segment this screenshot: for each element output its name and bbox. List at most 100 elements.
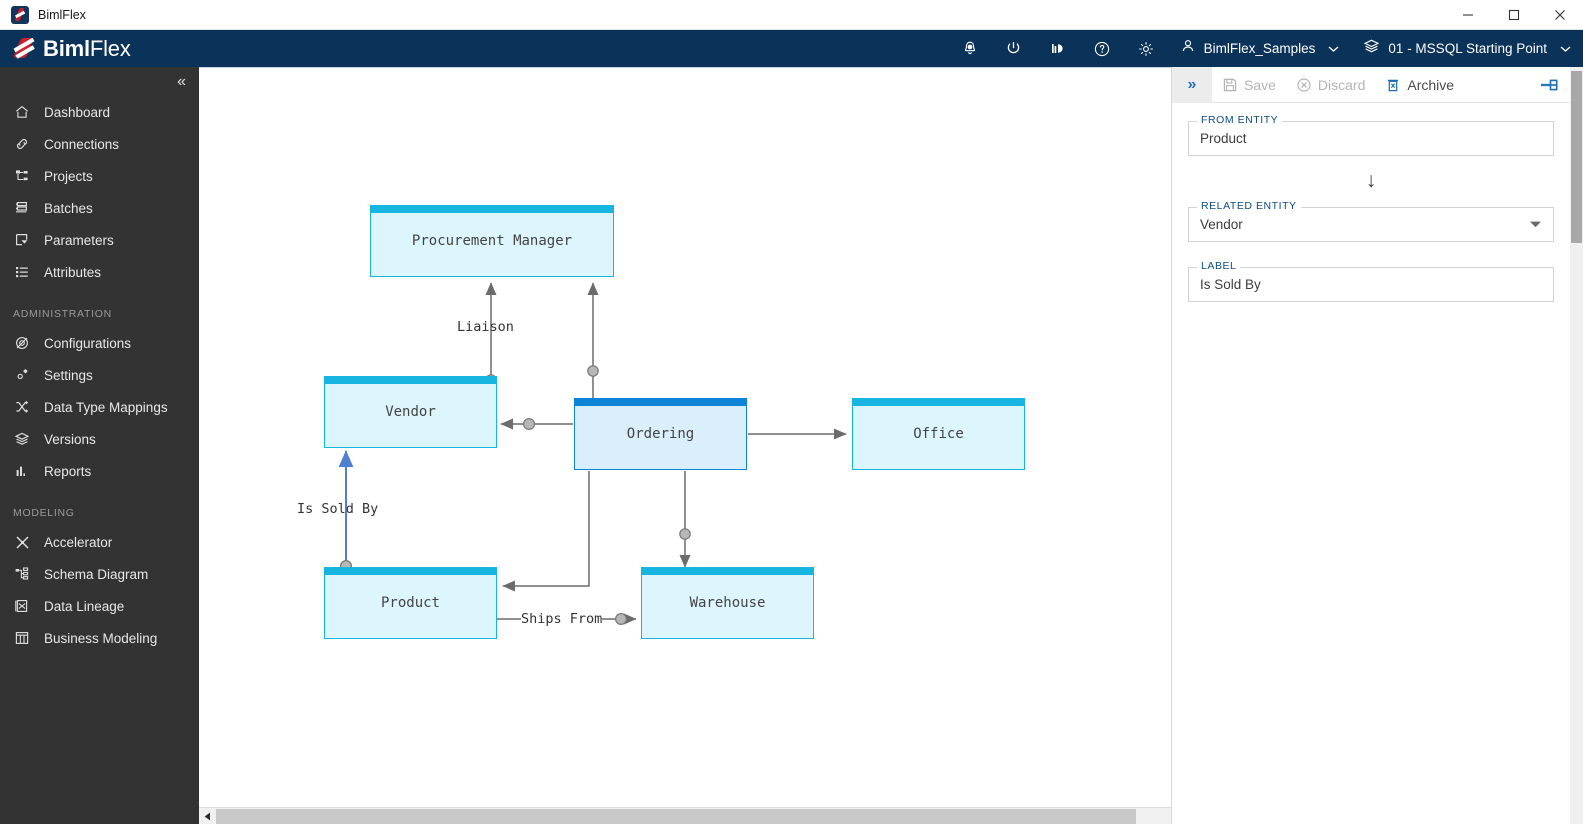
brand-name-light: Flex: [89, 35, 131, 61]
entity-name: Vendor: [385, 404, 436, 420]
sidebar-group-administration: ADMINISTRATION: [13, 308, 112, 320]
user-selector[interactable]: BimlFlex_Samples: [1168, 30, 1352, 67]
layers-icon: [1363, 38, 1380, 59]
from-entity-field[interactable]: FROM ENTITY Product: [1188, 114, 1554, 156]
label-field[interactable]: LABEL Is Sold By: [1188, 260, 1554, 302]
entity-name: Warehouse: [689, 595, 766, 611]
user-label: BimlFlex_Samples: [1203, 41, 1316, 56]
archive-label: Archive: [1407, 76, 1455, 93]
entity-header-bar: [371, 206, 613, 213]
parameters-icon: [14, 232, 41, 248]
chevron-down-icon: [1560, 40, 1571, 58]
batches-icon: [14, 200, 41, 216]
save-button[interactable]: Save: [1212, 67, 1286, 103]
sidebar-item-label: Projects: [44, 168, 93, 184]
chevron-down-icon: [1328, 40, 1339, 58]
related-entity-value: Vendor: [1200, 217, 1243, 232]
refresh-icon[interactable]: [992, 30, 1036, 67]
app-header: BimlFlex BimlFlex_Samp: [0, 30, 1583, 67]
notifications-icon[interactable]: [948, 30, 992, 67]
vertical-scroll-thumb[interactable]: [1571, 71, 1582, 243]
maximize-button[interactable]: [1491, 0, 1537, 30]
sidebar-item-accelerator[interactable]: Accelerator: [0, 526, 199, 558]
bimlflex-brand-icon: [12, 37, 36, 60]
sidebar-group-modeling: MODELING: [13, 507, 75, 519]
archive-button[interactable]: Archive: [1375, 67, 1464, 103]
sidebar-item-label: Dashboard: [44, 104, 111, 120]
entity-name: Procurement Manager: [411, 233, 573, 249]
canvas-top-divider: [199, 67, 1171, 68]
entity-office[interactable]: Office: [852, 398, 1025, 470]
sidebar-item-label: Data Lineage: [44, 598, 125, 614]
pin-icon[interactable]: [1528, 67, 1570, 103]
sidebar-item-data-type-mappings[interactable]: Data Type Mappings: [0, 391, 199, 423]
window-controls: [1445, 0, 1583, 30]
brand[interactable]: BimlFlex: [12, 35, 131, 62]
edge-label-ships-from[interactable]: Ships From: [521, 611, 603, 627]
sidebar-item-settings[interactable]: Settings: [0, 359, 199, 391]
sidebar-item-versions[interactable]: Versions: [0, 423, 199, 455]
sidebar-item-batches[interactable]: Batches: [0, 192, 199, 224]
entity-warehouse[interactable]: Warehouse: [641, 567, 814, 639]
sidebar-item-parameters[interactable]: Parameters: [0, 224, 199, 256]
entity-header-bar: [325, 568, 496, 575]
sidebar-item-reports[interactable]: Reports: [0, 455, 199, 487]
entity-procurement-manager[interactable]: Procurement Manager: [370, 205, 614, 277]
close-button[interactable]: [1537, 0, 1583, 30]
sidebar-item-projects[interactable]: Projects: [0, 160, 199, 192]
sidebar-item-label: Accelerator: [44, 534, 113, 550]
project-label: 01 - MSSQL Starting Point: [1388, 41, 1547, 56]
schema-diagram-canvas[interactable]: Procurement Manager Vendor Ordering Offi…: [199, 67, 1171, 824]
business-modeling-icon: [14, 630, 41, 646]
diagram-surface[interactable]: Procurement Manager Vendor Ordering Offi…: [199, 67, 1171, 792]
related-entity-field[interactable]: RELATED ENTITY Vendor: [1188, 200, 1554, 242]
sidebar-collapse-button[interactable]: «: [177, 72, 186, 90]
help-icon[interactable]: [1080, 30, 1124, 67]
sidebar-item-label: Configurations: [44, 335, 132, 351]
direction-arrow-icon: ↓: [1365, 169, 1377, 192]
entity-header-bar: [642, 568, 813, 575]
accelerator-icon: [14, 534, 41, 551]
entity-product[interactable]: Product: [324, 567, 497, 639]
dropdown-caret-icon[interactable]: [1529, 216, 1542, 234]
edge-label-is-sold-by[interactable]: Is Sold By: [297, 501, 379, 517]
from-entity-value: Product: [1200, 131, 1247, 146]
panel-collapse-button[interactable]: »: [1172, 66, 1212, 103]
window-title: BimlFlex: [38, 7, 86, 22]
sidebar-item-data-lineage[interactable]: Data Lineage: [0, 590, 199, 622]
related-entity-legend: RELATED ENTITY: [1197, 200, 1301, 212]
panel-vertical-scrollbar[interactable]: [1570, 67, 1583, 824]
layers-icon: [14, 431, 41, 447]
sidebar-item-label: Versions: [44, 431, 96, 447]
sidebar-item-connections[interactable]: Connections: [0, 128, 199, 160]
projects-icon: [14, 168, 41, 184]
horizontal-scroll-thumb[interactable]: [216, 809, 1136, 824]
sidebar-item-business-modeling[interactable]: Business Modeling: [0, 622, 199, 654]
entity-vendor[interactable]: Vendor: [324, 376, 497, 448]
sidebar-item-schema-diagram[interactable]: Schema Diagram: [0, 558, 199, 590]
settings-icon[interactable]: [1124, 30, 1168, 67]
canvas-horizontal-scrollbar[interactable]: [199, 807, 1171, 824]
sidebar-item-attributes[interactable]: Attributes: [0, 256, 199, 288]
panel-form: FROM ENTITY Product ↓ RELATED ENTITY Ven…: [1172, 103, 1570, 302]
shuffle-icon: [14, 399, 41, 415]
schema-diagram-icon: [14, 566, 41, 582]
entity-name: Ordering: [626, 426, 695, 442]
archive-trash-icon: [1385, 77, 1401, 93]
sidebar-item-label: Parameters: [44, 232, 114, 248]
home-icon: [14, 104, 41, 120]
scroll-left-arrow-icon[interactable]: [199, 808, 216, 824]
entity-name: Product: [380, 595, 440, 611]
edge-label-liaison[interactable]: Liaison: [457, 319, 514, 335]
from-entity-legend: FROM ENTITY: [1197, 114, 1283, 126]
sidebar-item-label: Batches: [44, 200, 93, 216]
minimize-button[interactable]: [1445, 0, 1491, 30]
bar-chart-icon: [14, 463, 41, 479]
entity-ordering[interactable]: Ordering: [574, 398, 747, 470]
sidebar-item-dashboard[interactable]: Dashboard: [0, 96, 199, 128]
metadata-icon[interactable]: [1036, 30, 1080, 67]
project-selector[interactable]: 01 - MSSQL Starting Point: [1351, 30, 1583, 67]
sidebar-item-configurations[interactable]: Configurations: [0, 327, 199, 359]
discard-button[interactable]: Discard: [1286, 67, 1375, 103]
settings-gear-icon: [14, 367, 41, 383]
